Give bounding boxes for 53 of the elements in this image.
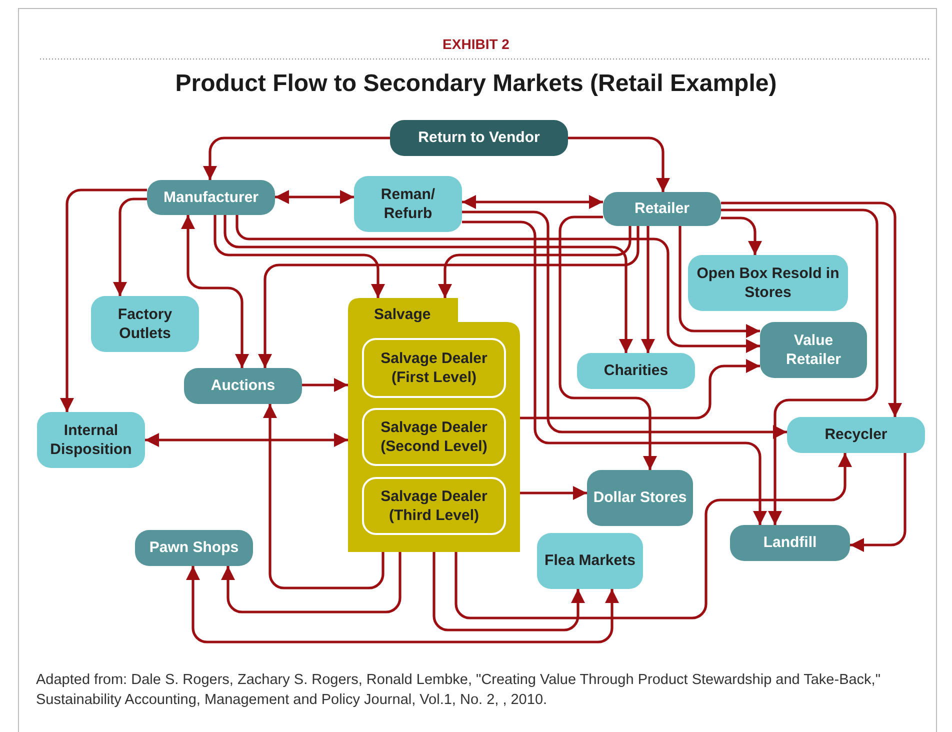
flow-arrow (60, 188, 147, 412)
dealer-box: Salvage Dealer (Second Level) (362, 408, 506, 466)
flow-box: Landfill (730, 525, 850, 561)
panel-heading: Salvage (374, 306, 431, 323)
flow-arrow (302, 378, 348, 392)
flow-arrow (432, 552, 585, 632)
flow-box: Recycler (787, 417, 925, 453)
flow-arrow (520, 359, 760, 420)
flow-arrow (454, 453, 852, 620)
exhibit-label: EXHIBIT 2 (442, 36, 510, 52)
flow-box: Retailer (603, 192, 721, 226)
flow-arrow (203, 136, 390, 180)
flow-arrow (221, 552, 402, 614)
dealer-box: Salvage Dealer (First Level) (362, 338, 506, 398)
flow-box: Value Retailer (760, 322, 867, 378)
flow-arrow (721, 216, 762, 255)
flow-arrow (462, 195, 603, 209)
flow-arrow (438, 226, 632, 298)
flow-box: Flea Markets (537, 533, 643, 589)
diagram-title: Product Flow to Secondary Markets (Retail Example) (175, 70, 777, 97)
flow-box: Reman/ Refurb (354, 176, 462, 232)
flow-box: Factory Outlets (91, 296, 199, 352)
flow-arrow (568, 136, 670, 192)
flow-arrow (181, 215, 249, 368)
flow-arrow (275, 190, 354, 204)
flow-arrow (721, 208, 878, 525)
flow-arrow (145, 433, 348, 447)
flow-arrow (224, 215, 633, 353)
flow-arrow (678, 226, 760, 338)
dealer-box: Salvage Dealer (Third Level) (362, 477, 506, 535)
flow-arrow (850, 453, 906, 552)
flow-box: Pawn Shops (135, 530, 253, 566)
flow-box: Open Box Resold in Stores (688, 255, 848, 311)
flow-box: Charities (577, 353, 695, 389)
flow-box: Dollar Stores (587, 470, 693, 526)
flow-arrow (558, 216, 657, 470)
flow-arrow (641, 226, 655, 353)
flow-arrow (520, 486, 587, 500)
flow-box: Manufacturer (147, 180, 275, 215)
flow-arrow (462, 220, 767, 525)
flow-arrow (462, 210, 787, 439)
flow-box: Return to Vendor (390, 120, 568, 156)
source-caption: Adapted from: Dale S. Rogers, Zachary S. Rogers, Ronald Lembke, "Creating Value Through Product Stewardship and Take-Back," Sustainability Accounting, Management and Policy Journal, Vol.1, No. 2, , 2010. (36, 671, 882, 710)
flow-box: Auctions (184, 368, 302, 404)
flow-arrow (236, 215, 760, 353)
flow-arrow (186, 566, 619, 644)
flow-arrow (263, 404, 384, 590)
flow-arrow (113, 198, 147, 296)
flow-arrow (214, 215, 385, 298)
flow-arrow (721, 202, 902, 417)
flow-arrow (258, 226, 640, 368)
flow-box: Internal Disposition (37, 412, 145, 468)
salvage-panel (348, 298, 520, 552)
